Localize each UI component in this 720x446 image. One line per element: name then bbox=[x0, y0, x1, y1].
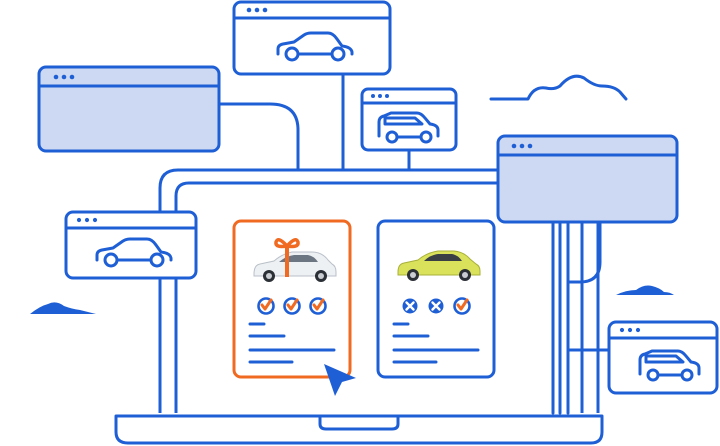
offer-card-alt[interactable] bbox=[376, 219, 496, 379]
check-circle-icon bbox=[309, 297, 327, 315]
hill-right bbox=[616, 285, 674, 295]
gift-bow-icon bbox=[274, 238, 300, 277]
laptop-notch bbox=[318, 416, 400, 431]
cross-circle-icon bbox=[428, 298, 444, 314]
card-text-lines bbox=[248, 322, 336, 364]
window-left-car bbox=[64, 210, 198, 280]
three-dots-icon bbox=[76, 217, 98, 223]
three-dots-icon bbox=[53, 74, 75, 80]
cursor-icon bbox=[324, 364, 356, 396]
check-circle-icon bbox=[453, 297, 471, 315]
car-icon bbox=[276, 31, 354, 62]
suv-icon bbox=[638, 349, 701, 382]
car-icon bbox=[95, 237, 173, 268]
window-small-suv bbox=[360, 87, 458, 152]
three-dots-icon bbox=[246, 7, 268, 13]
window-right-panel bbox=[496, 134, 679, 224]
offer-card-gift[interactable] bbox=[232, 219, 352, 379]
hill-left bbox=[30, 302, 96, 314]
cross-circle-icon bbox=[402, 298, 418, 314]
window-bottom-suv bbox=[607, 320, 719, 395]
cloud-top-right bbox=[489, 74, 628, 101]
card-text-lines bbox=[392, 322, 480, 364]
window-top-car bbox=[232, 0, 392, 76]
three-dots-icon bbox=[511, 143, 533, 149]
suv-icon bbox=[377, 111, 440, 144]
three-dots-icon bbox=[371, 94, 389, 98]
laptop-base bbox=[114, 414, 604, 445]
three-dots-icon bbox=[619, 327, 641, 333]
check-circle-icon bbox=[283, 297, 301, 315]
lime-suv-icon bbox=[397, 250, 481, 281]
check-circle-icon bbox=[257, 297, 275, 315]
connector-lines bbox=[176, 72, 612, 415]
window-left-panel bbox=[37, 65, 221, 153]
